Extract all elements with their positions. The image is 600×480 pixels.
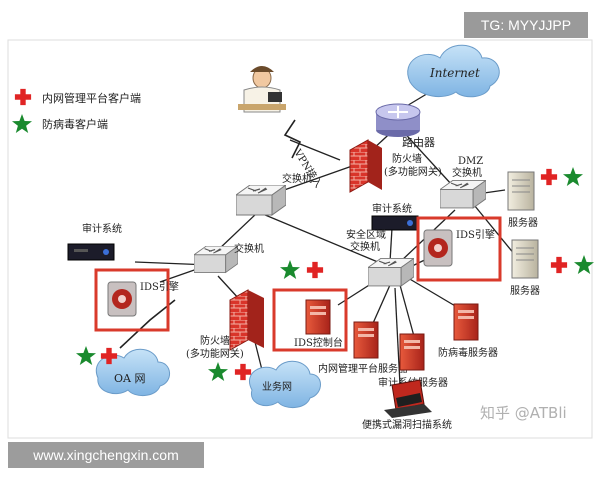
dmz-switch-icon <box>440 180 486 209</box>
secure-area-switch-label: 交换机 <box>350 240 380 253</box>
switch-left-icon <box>194 246 238 273</box>
internet-label: Internet <box>429 66 480 80</box>
firewall-bottom-sublabel: (多功能网关) <box>186 347 244 360</box>
intranet-server-label: 内网管理平台服务器 <box>318 362 408 375</box>
oa-network-label: OA 网 <box>114 372 145 385</box>
legend-label-antivirus-client: 防病毒客户端 <box>42 117 108 131</box>
switch-top-icon <box>236 185 286 216</box>
antivirus-server-icon <box>453 303 479 341</box>
antivirus-server-label: 防病毒服务器 <box>438 346 498 359</box>
firewall-top-sublabel: (多功能网关) <box>384 165 442 178</box>
business-network-cloud: 业务网 <box>249 360 321 408</box>
ids-engine-left-highlight <box>94 268 170 332</box>
server-2-label: 服务器 <box>510 284 540 297</box>
watermark-bottom-left: www.xingchengxin.com <box>8 442 204 468</box>
audit-server-icon <box>399 333 425 371</box>
ids-console-label: IDS控制台 <box>294 336 343 349</box>
intranet-server-icon <box>353 321 379 359</box>
ids-engine-left-label: IDS引擎 <box>140 280 179 293</box>
audit-system-left-label: 审计系统 <box>82 222 122 235</box>
vpn-user-icon <box>238 66 286 113</box>
ids-engine-right-label: IDS引擎 <box>456 228 495 241</box>
vuln-scanner-label: 便携式漏洞扫描系统 <box>362 418 452 431</box>
dmz-label: DMZ <box>458 156 483 167</box>
laptop-icon <box>384 379 432 418</box>
audit-system-right-icon <box>371 215 419 231</box>
firewall-top-icon <box>349 139 382 193</box>
switch-top-label: 交换机 <box>282 172 312 185</box>
ids-engine-left-icon <box>107 281 137 317</box>
firewall-top-label: 防火墙 <box>392 152 422 165</box>
legend: 内网管理平台客户端 防病毒客户端 <box>12 88 141 133</box>
ids-console-highlight <box>272 288 348 352</box>
watermark-top-right: TG: MYYJJPP <box>464 12 588 38</box>
legend-label-intranet-client: 内网管理平台客户端 <box>42 91 141 105</box>
dmz-switch-label: 交换机 <box>452 166 482 179</box>
internet-cloud: Internet <box>407 44 500 98</box>
secure-area-label: 安全区域 <box>346 228 386 241</box>
watermark-platform: 知乎 @ATBli <box>480 404 567 422</box>
oa-network-cloud: OA 网 <box>95 348 170 396</box>
ids-console-icon <box>305 299 331 335</box>
ids-engine-right-icon <box>423 229 453 267</box>
secure-area-switch-icon <box>368 258 414 287</box>
server-2-icon <box>511 239 539 279</box>
audit-system-right-label: 审计系统 <box>372 202 412 215</box>
router-label: 路由器 <box>402 135 435 149</box>
audit-system-left-icon <box>67 243 115 261</box>
router-icon <box>375 103 421 137</box>
server-1-label: 服务器 <box>508 216 538 229</box>
firewall-bottom-icon <box>229 289 264 351</box>
ids-engine-right-highlight <box>416 216 502 282</box>
firewall-bottom-label: 防火墙 <box>200 334 230 347</box>
business-network-label: 业务网 <box>262 380 292 393</box>
switch-left-label: 交换机 <box>234 242 264 255</box>
server-1-icon <box>507 171 535 211</box>
